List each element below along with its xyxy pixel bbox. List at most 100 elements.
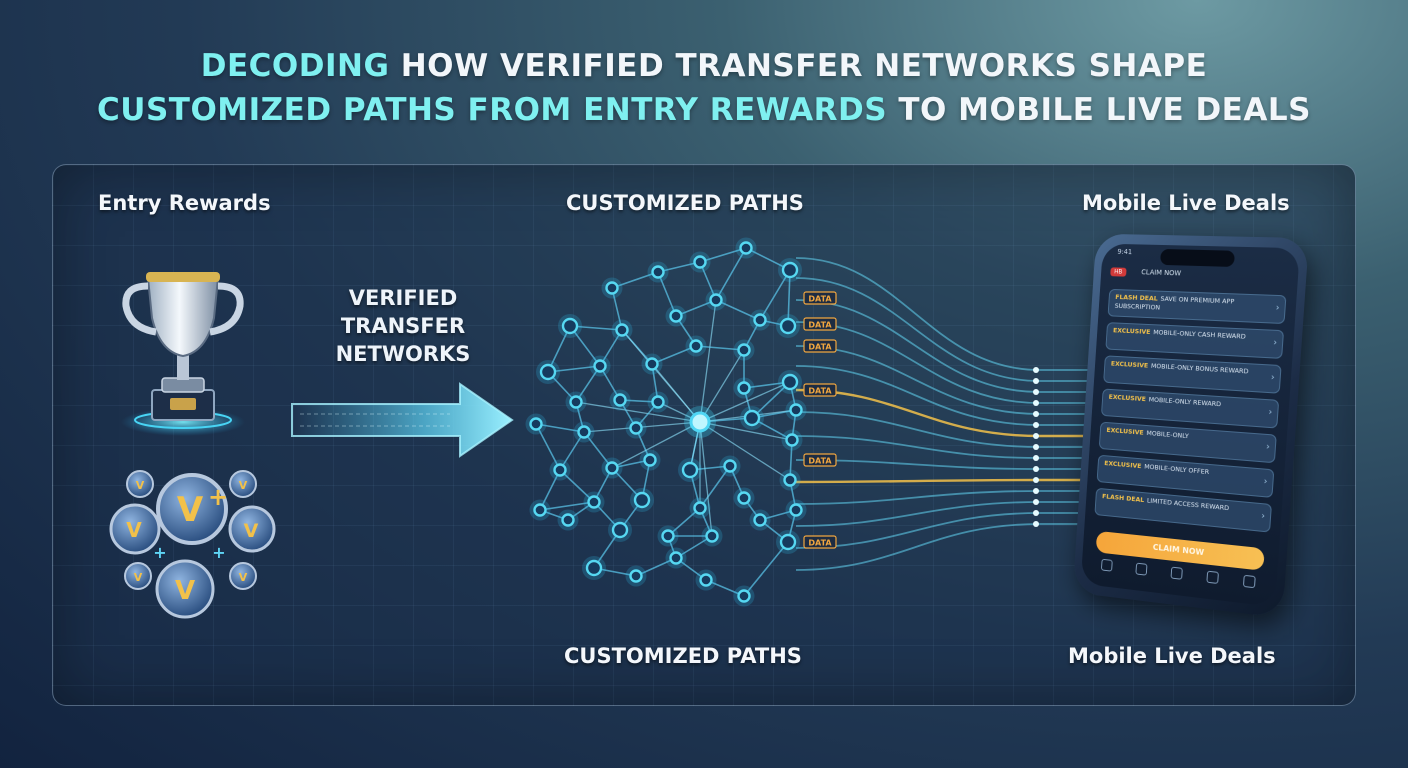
flow-line [795, 523, 1094, 571]
network-edge [575, 401, 701, 423]
phone-status-time: 9:41 [1117, 247, 1133, 257]
network-edge [575, 365, 601, 403]
coin-icon [155, 559, 215, 619]
flow-dot [1033, 466, 1039, 472]
phone-app-bar: HB CLAIM NOW [1110, 267, 1288, 289]
title-rest-2: TO MOBILE LIVE DEALS [887, 92, 1311, 128]
flow-dot [1033, 488, 1039, 494]
flow-line [795, 411, 1094, 448]
network-edge [651, 363, 701, 423]
network-node [737, 381, 751, 395]
chevron-right-icon: › [1263, 476, 1268, 488]
network-node [743, 409, 761, 427]
network-node [789, 503, 803, 517]
network-edge [675, 299, 717, 317]
network-node [781, 261, 799, 279]
wallet-icon[interactable] [1170, 566, 1183, 580]
network-node [539, 363, 557, 381]
data-tag-box [803, 453, 837, 467]
flow-line [795, 490, 1094, 505]
title-highlight-2: CUSTOMIZED PATHS FROM ENTRY REWARDS [97, 92, 888, 128]
flow-dot [1033, 367, 1039, 373]
data-tag-label: DATA [808, 387, 832, 396]
network-hub-node [689, 411, 711, 433]
network-edge [539, 469, 561, 511]
network-edge [583, 431, 613, 469]
network-node [783, 473, 797, 487]
phone-notch [1159, 248, 1236, 267]
network-node [651, 265, 665, 279]
title-line-1: DECODING HOW VERIFIED TRANSFER NETWORKS … [0, 44, 1408, 88]
network-node [533, 503, 547, 517]
flow-line [795, 257, 1094, 371]
network-node [753, 313, 767, 327]
network-edge [705, 579, 745, 597]
title-highlight-1: DECODING [200, 48, 390, 84]
network-node [693, 501, 707, 515]
network-nodes [525, 237, 807, 607]
svg-text:V: V [126, 518, 142, 542]
coin-small-icon [229, 470, 257, 498]
flow-dot [1033, 378, 1039, 384]
network-node [629, 421, 643, 435]
profile-icon[interactable] [1206, 570, 1220, 585]
network-edge [743, 541, 789, 597]
flow-dot [1033, 455, 1039, 461]
data-tag-label: DATA [808, 295, 832, 304]
network-edge [611, 271, 659, 289]
network-node [779, 317, 797, 335]
network-edge [699, 299, 717, 423]
network-edge [699, 421, 791, 481]
network-node [643, 453, 657, 467]
network-node [553, 463, 567, 477]
network-edge [559, 431, 585, 471]
phone-header: CLAIM NOW [1141, 268, 1182, 278]
network-edge [539, 501, 595, 511]
flow-line [795, 388, 1094, 438]
svg-text:+: + [153, 543, 166, 562]
flow-dot [1033, 422, 1039, 428]
svg-text:V: V [134, 571, 143, 584]
network-edge [569, 325, 623, 331]
flow-dot [1033, 444, 1039, 450]
verified-transfer-networks-label: VERIFIED TRANSFER NETWORKS [318, 284, 488, 368]
flow-line [795, 277, 1094, 382]
network-edge [695, 345, 745, 351]
flow-dot [1033, 477, 1039, 483]
coin-small-icon [229, 562, 257, 590]
network-edge [547, 325, 571, 373]
network-edge [535, 423, 561, 471]
network-node [613, 393, 627, 407]
coin-small-icon [124, 562, 152, 590]
network-edge [699, 381, 791, 423]
flow-dot [1033, 510, 1039, 516]
deals-icon[interactable] [1135, 562, 1148, 576]
network-node [605, 281, 619, 295]
network-edge [787, 269, 791, 327]
data-tag-box [803, 339, 837, 353]
data-tag-label: DATA [808, 457, 832, 466]
network-edge [535, 423, 585, 433]
coin-icons: V + V V V V V V V + + [109, 470, 276, 619]
data-tag-label: DATA [808, 539, 832, 548]
transfer-arrow-icon [291, 382, 514, 458]
network-node [705, 529, 719, 543]
mobile-live-deals-label-bottom: Mobile Live Deals [1068, 644, 1276, 668]
data-tag-box [803, 317, 837, 331]
settings-icon[interactable] [1243, 574, 1257, 589]
home-icon[interactable] [1100, 558, 1113, 572]
network-node [661, 529, 675, 543]
network-node [737, 343, 751, 357]
network-node [669, 551, 683, 565]
network-node [605, 461, 619, 475]
svg-text:V: V [244, 520, 259, 542]
network-edge [715, 247, 747, 301]
